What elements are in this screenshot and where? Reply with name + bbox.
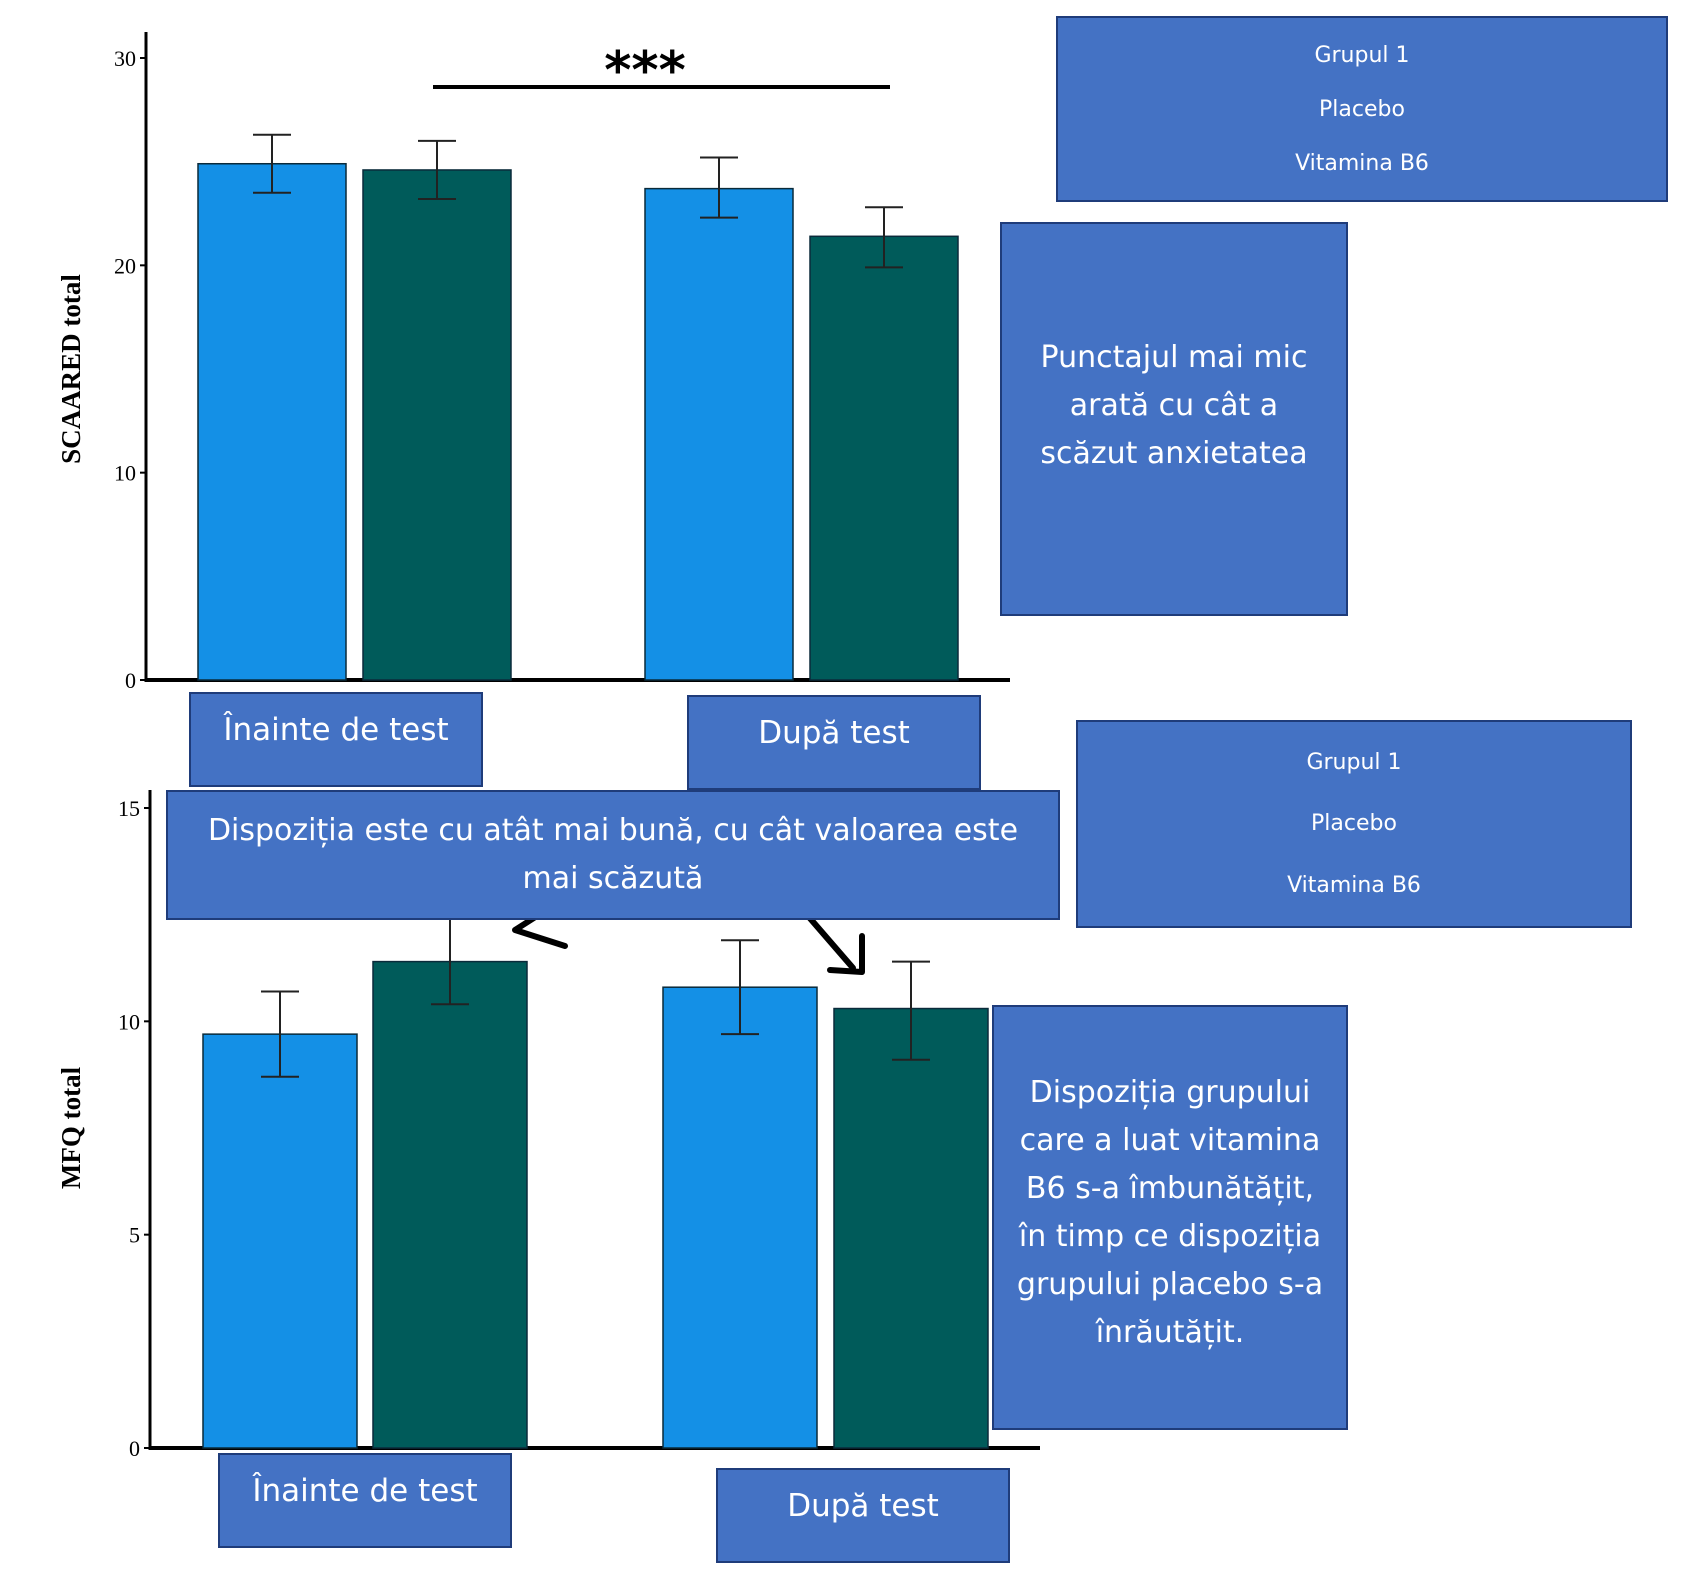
category-before-chart1: Înainte de test: [189, 692, 483, 787]
legend-chart2: Grupul 1 Placebo Vitamina B6: [1076, 720, 1632, 928]
arrow-icon: [805, 913, 856, 971]
y-tick-label: 0: [129, 1436, 140, 1461]
legend-title: Grupul 1: [1314, 42, 1410, 68]
category-after-chart2: După test: [716, 1468, 1010, 1563]
category-after-chart1: După test: [687, 695, 981, 790]
bar: [362, 169, 512, 681]
bar: [833, 1007, 989, 1449]
legend-title: Grupul 1: [1306, 750, 1402, 776]
legend-chart1: Grupul 1 Placebo Vitamina B6: [1056, 16, 1668, 202]
y-axis-label: MFQ total: [56, 1066, 86, 1189]
y-tick-label: 10: [114, 461, 136, 486]
legend-item-placebo: Placebo: [1319, 96, 1405, 122]
y-tick-label: 15: [118, 796, 140, 821]
category-before-chart2: Înainte de test: [218, 1453, 512, 1548]
annotation-mfq: Dispoziția grupului care a luat vitamina…: [992, 1005, 1348, 1430]
legend-item-vitamin-b6: Vitamina B6: [1287, 872, 1421, 898]
y-tick-label: 20: [114, 253, 136, 278]
bar: [197, 162, 347, 681]
y-tick-label: 10: [118, 1009, 140, 1034]
legend-item-vitamin-b6: Vitamina B6: [1295, 150, 1429, 176]
significance-marker: ***: [604, 41, 686, 101]
annotation-mfq-top: Dispoziția este cu atât mai bună, cu cât…: [166, 790, 1060, 920]
y-tick-label: 0: [125, 668, 136, 693]
legend-item-placebo: Placebo: [1311, 811, 1397, 837]
bar: [202, 1033, 358, 1449]
y-tick-label: 30: [114, 46, 136, 71]
bar: [644, 187, 794, 681]
annotation-scaared: Punctajul mai mic arată cu cât a scăzut …: [1000, 222, 1348, 616]
y-tick-label: 5: [129, 1223, 140, 1248]
bar: [662, 986, 818, 1449]
arrow-head-icon: [827, 933, 865, 975]
y-axis-label: SCAARED total: [56, 274, 86, 464]
bar: [372, 960, 528, 1449]
bar: [809, 235, 959, 681]
